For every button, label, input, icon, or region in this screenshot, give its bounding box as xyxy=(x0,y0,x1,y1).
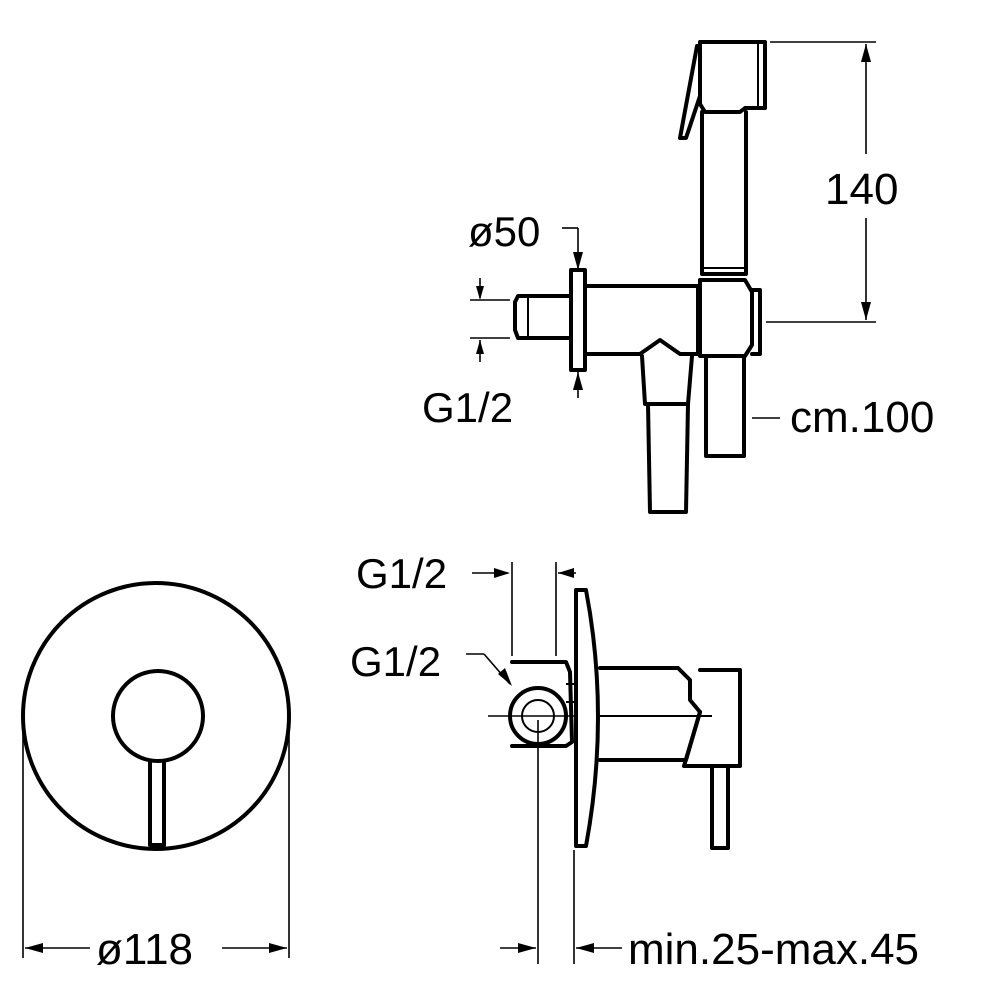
lever-hub xyxy=(111,669,205,763)
flange-plate xyxy=(569,268,587,372)
lever-handle xyxy=(148,759,166,847)
shower-trigger xyxy=(678,44,702,140)
label-d50: ø50 xyxy=(468,208,540,255)
side-body xyxy=(598,666,702,762)
top-assembly xyxy=(513,40,767,514)
label-cm100: cm.100 xyxy=(790,393,934,442)
dimension-g12-inlet: G1/2 xyxy=(350,638,512,686)
dimension-hose: cm.100 xyxy=(752,393,934,442)
side-outlet xyxy=(640,354,694,406)
label-140: 140 xyxy=(825,165,898,214)
dimension-depth: min.25-max.45 xyxy=(500,720,919,974)
valve-body xyxy=(583,284,700,356)
thread-stub xyxy=(513,294,573,340)
dimension-g12-top: G1/2 xyxy=(356,550,576,656)
side-outlet-tube xyxy=(646,402,690,514)
dimension-g12-side: G1/2 xyxy=(422,278,513,431)
cover-plate xyxy=(21,581,291,851)
label-g12-top: G1/2 xyxy=(356,550,447,597)
dimension-d50: ø50 xyxy=(468,208,583,398)
holder-clip xyxy=(750,288,762,356)
shower-handle xyxy=(700,110,748,276)
side-view xyxy=(488,588,742,850)
shower-holder xyxy=(698,278,754,358)
shower-head xyxy=(698,40,767,114)
label-depth: min.25-max.45 xyxy=(628,925,919,974)
label-g12-inlet: G1/2 xyxy=(350,638,441,685)
dimension-d118: ø118 xyxy=(22,728,290,974)
inlet-block xyxy=(510,660,574,748)
label-g12-side: G1/2 xyxy=(422,384,513,431)
side-cartridge xyxy=(682,668,742,768)
side-lever xyxy=(710,764,730,850)
shower-hose xyxy=(704,356,746,458)
label-d118: ø118 xyxy=(96,925,193,974)
side-plate xyxy=(574,588,600,848)
front-view xyxy=(21,581,291,851)
dimension-140: 140 xyxy=(766,41,898,323)
